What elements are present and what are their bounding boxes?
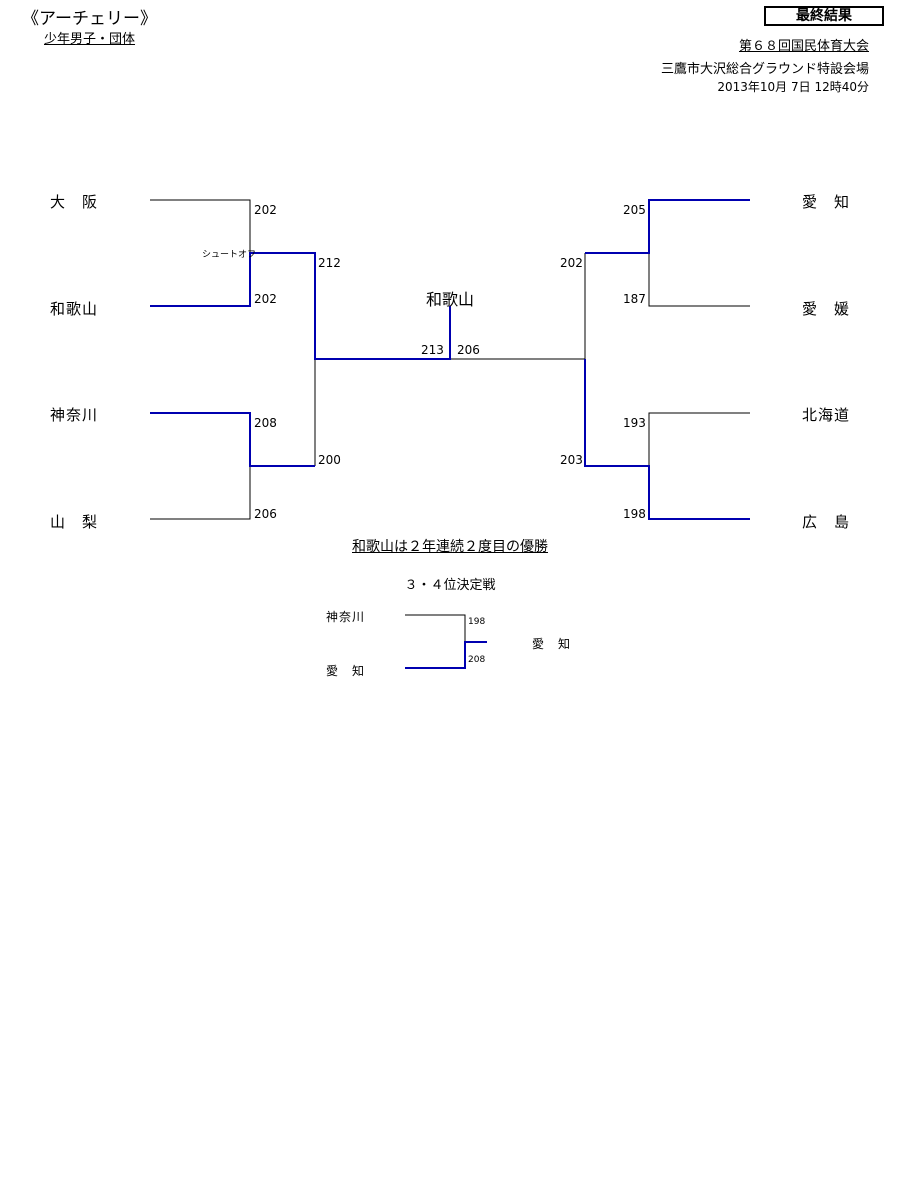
champion-name: 和歌山 (425, 290, 474, 309)
bracket-line-ehime (648, 253, 750, 307)
score-left-r1-3: 208 (254, 416, 277, 430)
final-result-badge: 最終結果 (764, 6, 884, 26)
event-datetime: 2013年10月 7日 12時40分 (717, 80, 869, 94)
score-right-r2-2: 203 (560, 453, 583, 467)
third-place-winner: 愛 知 (532, 637, 572, 651)
result-summary: 和歌山は２年連続２度目の優勝 (352, 539, 548, 555)
team-right-2: 愛 媛 (801, 300, 850, 318)
team-right-1: 愛 知 (801, 193, 850, 211)
score-right-r1-3: 193 (623, 416, 646, 430)
score-right-final: 206 (457, 343, 480, 357)
score-right-r2-1: 202 (560, 256, 583, 270)
bracket-line-yamanashi (150, 466, 251, 520)
score-left-r2-2: 200 (318, 453, 341, 467)
third-score-1: 198 (468, 617, 486, 627)
meeting-name: 第６８回国民体育大会 (738, 39, 869, 54)
score-left-r2-1: 212 (318, 256, 341, 270)
team-left-2: 和歌山 (50, 300, 99, 318)
third-team-1: 神奈川 (326, 610, 366, 624)
score-right-r1-4: 198 (623, 507, 646, 521)
score-right-r1-1: 205 (623, 203, 646, 217)
shootoff-label: シュートオフ (202, 250, 257, 260)
bracket-line-kanagawa (150, 412, 315, 467)
team-right-4: 広 島 (801, 513, 850, 531)
bracket-line-third-aichi (405, 641, 487, 669)
score-left-final: 213 (421, 343, 444, 357)
venue-name: 三鷹市大沢総合グラウンド特設会場 (660, 62, 869, 77)
team-right-3: 北海道 (801, 406, 850, 424)
third-place-title: ３・４位決定戦 (404, 578, 496, 593)
score-right-r1-2: 187 (623, 292, 646, 306)
bracket-line-aichi (585, 199, 750, 254)
bracket-line-third-kanagawa (405, 614, 466, 642)
team-left-3: 神奈川 (50, 406, 99, 424)
event-subtitle: 少年男子・団体 (44, 32, 136, 47)
third-team-2: 愛 知 (326, 664, 366, 678)
team-left-1: 大 阪 (50, 193, 99, 211)
team-left-4: 山 梨 (50, 513, 99, 531)
bracket-line-wakayama (150, 252, 451, 360)
page-title: 《アーチェリー》 (22, 9, 157, 29)
score-left-r1-1: 202 (254, 203, 277, 217)
bracket-line-hiroshima (584, 359, 750, 520)
score-left-r1-4: 206 (254, 507, 277, 521)
bracket-line-osaka (150, 199, 251, 253)
third-score-2: 208 (468, 655, 486, 665)
score-left-r1-2: 202 (254, 292, 277, 306)
bracket-line-hokkaido (648, 412, 750, 466)
